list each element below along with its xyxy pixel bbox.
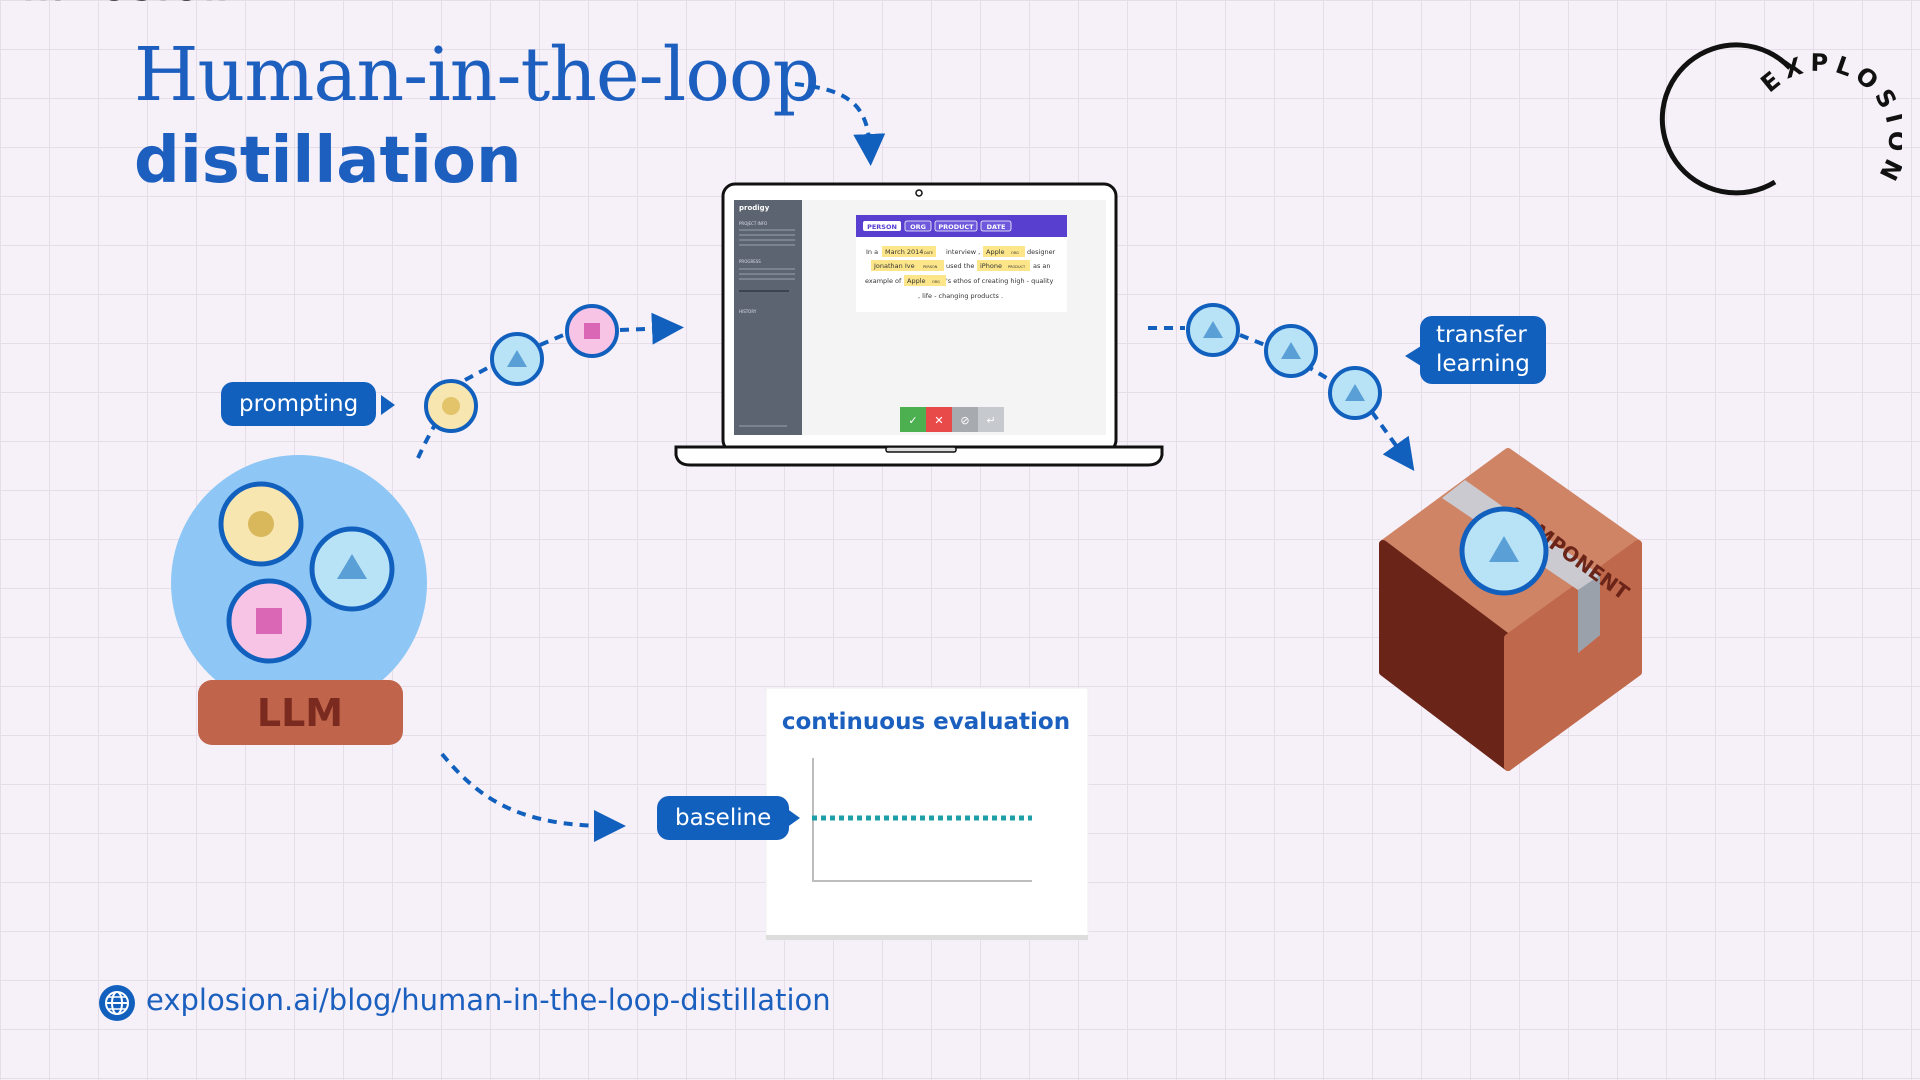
label-org[interactable]: ORG — [910, 223, 926, 231]
transfer-learning-label: transfer learning — [1420, 316, 1546, 384]
bead-triangle — [1186, 303, 1240, 357]
explosion-logo: EXPLOSION — [0, 0, 1792, 196]
label-product[interactable]: PRODUCT — [938, 223, 974, 231]
svg-text:as an: as an — [1033, 262, 1051, 270]
laptop: prodigy PROJECT INFO PROGRESS HISTORY PE… — [674, 182, 1164, 467]
evaluation-title: continuous evaluation — [782, 709, 1070, 735]
llm-illustration: LLM — [171, 455, 427, 745]
svg-text:EXPLOSION: EXPLOSION — [0, 0, 234, 7]
globe-icon — [99, 985, 135, 1021]
svg-text:'s ethos of creating high - qu: 's ethos of creating high - quality — [946, 277, 1053, 285]
svg-text:EXPLOSION: EXPLOSION — [1755, 49, 1902, 190]
reject-icon: ✕ — [934, 414, 943, 427]
label-date[interactable]: DATE — [987, 223, 1006, 231]
title-arrow — [794, 82, 886, 166]
accept-button[interactable] — [900, 407, 926, 432]
app-name: prodigy — [739, 204, 770, 212]
undo-icon: ↵ — [986, 414, 995, 427]
baseline-arrow — [440, 752, 626, 842]
svg-text:DATE: DATE — [924, 251, 933, 255]
transfer-label-line-2: learning — [1436, 351, 1530, 377]
transfer-pointer — [1405, 346, 1421, 366]
footer-link[interactable]: explosion.ai/blog/human-in-the-loop-dist… — [146, 983, 831, 1017]
llm-label: LLM — [257, 691, 343, 735]
bead-connector — [464, 354, 511, 382]
sidebar-progress: PROGRESS — [739, 259, 761, 264]
sidebar-history: HISTORY — [739, 309, 757, 314]
bead-connector — [1239, 333, 1266, 347]
bead-circle — [424, 379, 478, 433]
bead-triangle — [490, 332, 544, 386]
ignore-icon: ⊘ — [960, 414, 969, 427]
component-box: COMPONENT — [1379, 448, 1642, 771]
label-person[interactable]: PERSON — [867, 223, 897, 231]
prompting-pointer — [381, 395, 395, 415]
ignore-button[interactable] — [952, 407, 978, 432]
bead-square — [565, 304, 619, 358]
sidebar-project-info: PROJECT INFO — [739, 221, 767, 226]
svg-text:Apple: Apple — [986, 248, 1005, 256]
svg-text:interview ,: interview , — [946, 248, 980, 256]
baseline-label: baseline — [657, 796, 790, 840]
svg-text:used the: used the — [946, 262, 974, 270]
svg-text:March 2014: March 2014 — [885, 248, 923, 256]
svg-text:PERSON: PERSON — [923, 265, 938, 269]
svg-text:Apple: Apple — [907, 277, 926, 285]
svg-text:iPhone: iPhone — [980, 262, 1002, 270]
svg-text:example of: example of — [865, 277, 902, 285]
to-app-arrow — [619, 312, 684, 345]
svg-text:Jonathan Ive: Jonathan Ive — [873, 262, 915, 270]
svg-text:ORG: ORG — [932, 280, 940, 284]
bead-triangle — [1328, 366, 1382, 420]
to-component-arrow — [1370, 410, 1415, 472]
title-line-1: Human-in-the-loop — [134, 32, 820, 118]
evaluation-card: continuous evaluation — [765, 687, 1089, 941]
svg-text:designer: designer — [1027, 248, 1056, 256]
transfer-label-line-1: transfer — [1436, 322, 1527, 348]
title-line-2: distillation — [134, 124, 522, 198]
bead-connector — [539, 328, 576, 347]
svg-text:, life - changing products .: , life - changing products . — [918, 292, 1003, 300]
svg-text:ORG: ORG — [1011, 251, 1019, 255]
svg-text:In a: In a — [866, 248, 878, 256]
undo-button[interactable] — [978, 407, 1004, 432]
baseline-pointer — [786, 808, 800, 828]
reject-button[interactable] — [926, 407, 952, 432]
explosion-logo-text: EXPLOSION — [1742, 34, 1905, 204]
svg-text:PRODUCT: PRODUCT — [1008, 265, 1026, 269]
bead-triangle — [1264, 324, 1318, 378]
label-bar: PERSON ORG PRODUCT DATE — [863, 220, 1012, 232]
accept-icon: ✓ — [908, 414, 917, 427]
annotation-text: In a March 2014 DATE interview , Apple O… — [865, 246, 1056, 300]
prompting-label: prompting — [221, 382, 377, 426]
